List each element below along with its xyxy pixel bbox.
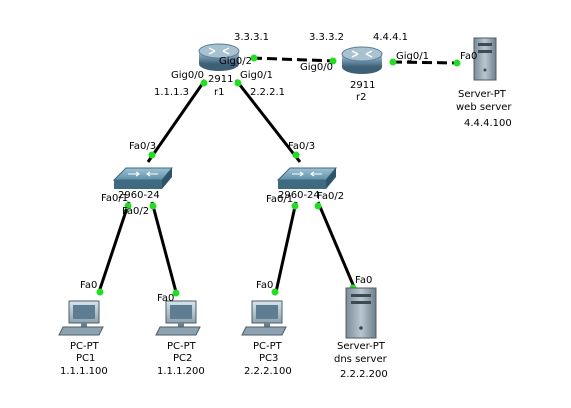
port-light-r2-gig0-0 xyxy=(329,57,337,65)
link-switch-right-dns[interactable] xyxy=(316,201,356,288)
link-r1-r2[interactable] xyxy=(251,56,336,63)
web-server[interactable]: Server-PT web server 4.4.4.100 xyxy=(456,37,512,129)
pc1-ip-label: 1.1.1.100 xyxy=(60,366,108,377)
r2-gig0-0-label: Gig0/0 xyxy=(300,62,333,73)
link-switch-left-pc2[interactable] xyxy=(150,201,178,293)
server-icon xyxy=(473,37,497,81)
port-light-sw2-fa0-1 xyxy=(291,202,299,210)
port-light-r1-gig0-2 xyxy=(250,54,258,62)
link-r2-web-server[interactable] xyxy=(391,60,459,65)
sw2-fa0-2-label: Fa0/2 xyxy=(317,191,344,202)
link-r1-switch-left[interactable] xyxy=(146,79,207,163)
r1-gig0-2-label: Gig0/2 xyxy=(219,56,252,67)
pc3[interactable]: PC-PT PC3 2.2.2.100 xyxy=(241,300,292,377)
port-light-web-fa0 xyxy=(453,59,461,67)
r2-model-label: 2911 xyxy=(350,80,375,91)
r1-gig0-2-ip-label: 3.3.3.1 xyxy=(234,32,269,43)
server-icon xyxy=(345,287,377,339)
pc1-fa0-label: Fa0 xyxy=(80,280,97,291)
switch-left-model-label: 2960-24 xyxy=(118,190,160,201)
dns-server-type-label: Server-PT xyxy=(337,341,386,352)
pc3-type-label: PC-PT xyxy=(253,341,283,352)
sw1-fa0-1-label: Fa0/1 xyxy=(101,193,128,204)
r1-gig0-1-label: Gig0/1 xyxy=(240,70,273,81)
r1-gig0-0-label: Gig0/0 xyxy=(171,70,204,81)
pc3-fa0-label: Fa0 xyxy=(256,280,273,291)
pc-icon xyxy=(241,300,287,336)
port-light-sw2-fa0-3 xyxy=(292,151,300,159)
web-server-name-label: web server xyxy=(456,102,512,113)
port-light-r1-gig0-0 xyxy=(200,79,208,87)
router-icon xyxy=(341,46,383,74)
switch-icon xyxy=(276,167,338,189)
pc-icon xyxy=(155,300,201,336)
router-icon xyxy=(198,43,240,71)
r1-model-label: 2911 xyxy=(208,74,233,85)
dns-server[interactable]: Server-PT dns server 2.2.2.200 xyxy=(334,287,388,380)
port-light-pc3-fa0 xyxy=(271,288,279,296)
link-switch-right-pc3[interactable] xyxy=(274,201,298,293)
r1-name-label: r1 xyxy=(214,87,224,98)
router-r2[interactable]: 2911 r2 xyxy=(341,46,383,103)
interface-labels: Gig0/2 Gig0/0 Gig0/1 Gig0/0 Gig0/1 Fa0 F… xyxy=(80,51,477,304)
r2-gig0-0-ip-label: 3.3.3.2 xyxy=(309,32,344,43)
port-light-r2-gig0-1 xyxy=(389,58,397,66)
port-light-sw2-fa0-2 xyxy=(314,202,322,210)
web-server-type-label: Server-PT xyxy=(458,89,507,100)
pc1-type-label: PC-PT xyxy=(70,341,100,352)
pc2-ip-label: 1.1.1.200 xyxy=(157,366,205,377)
port-light-pc2-fa0 xyxy=(172,289,180,297)
r1-gig0-0-ip-label: 1.1.1.3 xyxy=(154,87,189,98)
switch-right[interactable]: 2960-24 xyxy=(276,167,338,201)
r1-gig0-1-ip-label: 2.2.2.1 xyxy=(250,87,285,98)
r2-gig0-1-label: Gig0/1 xyxy=(396,51,429,62)
dns-server-name-label: dns server xyxy=(334,354,388,365)
pc2-fa0-label: Fa0 xyxy=(157,293,174,304)
port-light-pc1-fa0 xyxy=(96,288,104,296)
pc1-name-label: PC1 xyxy=(76,353,95,364)
switch-right-model-label: 2960-24 xyxy=(278,190,320,201)
address-labels: 3.3.3.1 3.3.3.2 4.4.4.1 1.1.1.3 2.2.2.1 xyxy=(154,32,408,98)
port-light-sw1-fa0-3 xyxy=(148,151,156,159)
link-switch-left-pc1[interactable] xyxy=(97,201,131,293)
sw2-fa0-1-label: Fa0/1 xyxy=(266,194,293,205)
r2-gig0-1-ip-label: 4.4.4.1 xyxy=(373,32,408,43)
pc2[interactable]: PC-PT PC2 1.1.1.200 xyxy=(155,300,205,377)
web-fa0-label: Fa0 xyxy=(460,51,477,62)
links xyxy=(97,56,459,293)
port-light-r1-gig0-1 xyxy=(234,79,242,87)
dns-server-ip-label: 2.2.2.200 xyxy=(340,369,388,380)
pc3-ip-label: 2.2.2.100 xyxy=(244,366,292,377)
switch-left[interactable]: 2960-24 xyxy=(112,167,174,201)
sw2-fa0-3-label: Fa0/3 xyxy=(288,141,315,152)
web-server-ip-label: 4.4.4.100 xyxy=(464,118,512,129)
r2-name-label: r2 xyxy=(356,92,366,103)
dns-fa0-label: Fa0 xyxy=(355,275,372,286)
port-light-sw1-fa0-2 xyxy=(149,202,157,210)
link-r1-switch-right[interactable] xyxy=(234,79,302,163)
pc2-type-label: PC-PT xyxy=(167,341,197,352)
router-r1[interactable]: 2911 r1 xyxy=(198,43,240,98)
switch-icon xyxy=(112,167,174,189)
pc3-name-label: PC3 xyxy=(259,353,278,364)
pc-icon xyxy=(58,300,104,336)
port-lights xyxy=(96,54,461,297)
sw1-fa0-3-label: Fa0/3 xyxy=(129,141,156,152)
pc1[interactable]: PC-PT PC1 1.1.1.100 xyxy=(58,300,108,377)
port-light-sw1-fa0-1 xyxy=(124,202,132,210)
sw1-fa0-2-label: Fa0/2 xyxy=(122,206,149,217)
pc2-name-label: PC2 xyxy=(173,353,192,364)
